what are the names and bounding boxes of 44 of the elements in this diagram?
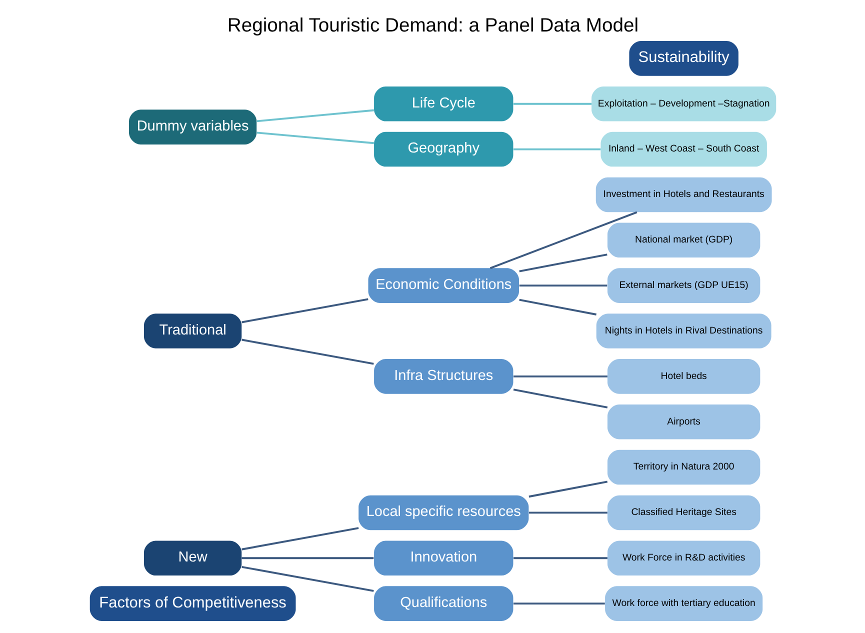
connector <box>518 298 596 316</box>
node-box: Inland – West Coast – South Coast <box>600 132 766 167</box>
connector <box>241 527 358 550</box>
node-box: Work Force in R&D activities <box>606 540 760 576</box>
node-box: Life Cycle <box>374 86 513 122</box>
node-box: Infra Structures <box>374 359 513 394</box>
connector <box>513 102 591 105</box>
connector <box>513 148 600 150</box>
node-box: Investment in Hotels and Restaurants <box>595 177 772 212</box>
connector <box>518 254 607 272</box>
node-box: Traditional <box>144 314 242 348</box>
connector <box>241 338 374 365</box>
connector <box>513 375 607 378</box>
node-box: Airports <box>606 404 760 440</box>
connector <box>512 388 608 408</box>
connector <box>241 566 374 592</box>
node-box: Factors of Competitiveness <box>89 586 296 621</box>
node-box: External markets (GDP UE15) <box>606 268 760 303</box>
connector <box>518 284 607 287</box>
connector <box>241 298 368 324</box>
node-box: Local specific resources <box>358 495 528 530</box>
node-box: New <box>144 540 242 576</box>
connector <box>528 512 607 514</box>
node-box: Nights in Hotels in Rival Destinations <box>596 314 771 348</box>
connector <box>513 602 604 605</box>
node-box: Geography <box>374 132 513 167</box>
node-box: Economic Conditions <box>368 268 519 303</box>
node-box: National market (GDP) <box>606 222 760 258</box>
node-box: Work force with tertiary education <box>604 586 762 621</box>
node-box: Territory in Natura 2000 <box>606 450 760 485</box>
node-box: Classified Heritage Sites <box>606 495 760 530</box>
node-box: Exploitation – Development –Stagnation <box>591 86 776 122</box>
connector <box>513 557 607 560</box>
node-box: Innovation <box>374 540 513 576</box>
node-box: Hotel beds <box>606 359 760 394</box>
node-box: Dummy variables <box>128 110 256 144</box>
connector <box>256 132 374 144</box>
connector <box>256 109 374 122</box>
connector <box>528 480 608 498</box>
diagram-title: Regional Touristic Demand: a Panel Data Model <box>226 15 638 36</box>
connector <box>489 211 637 270</box>
node-box: Qualifications <box>374 586 513 621</box>
connector <box>241 557 374 560</box>
node-box: Sustainability <box>628 41 738 76</box>
